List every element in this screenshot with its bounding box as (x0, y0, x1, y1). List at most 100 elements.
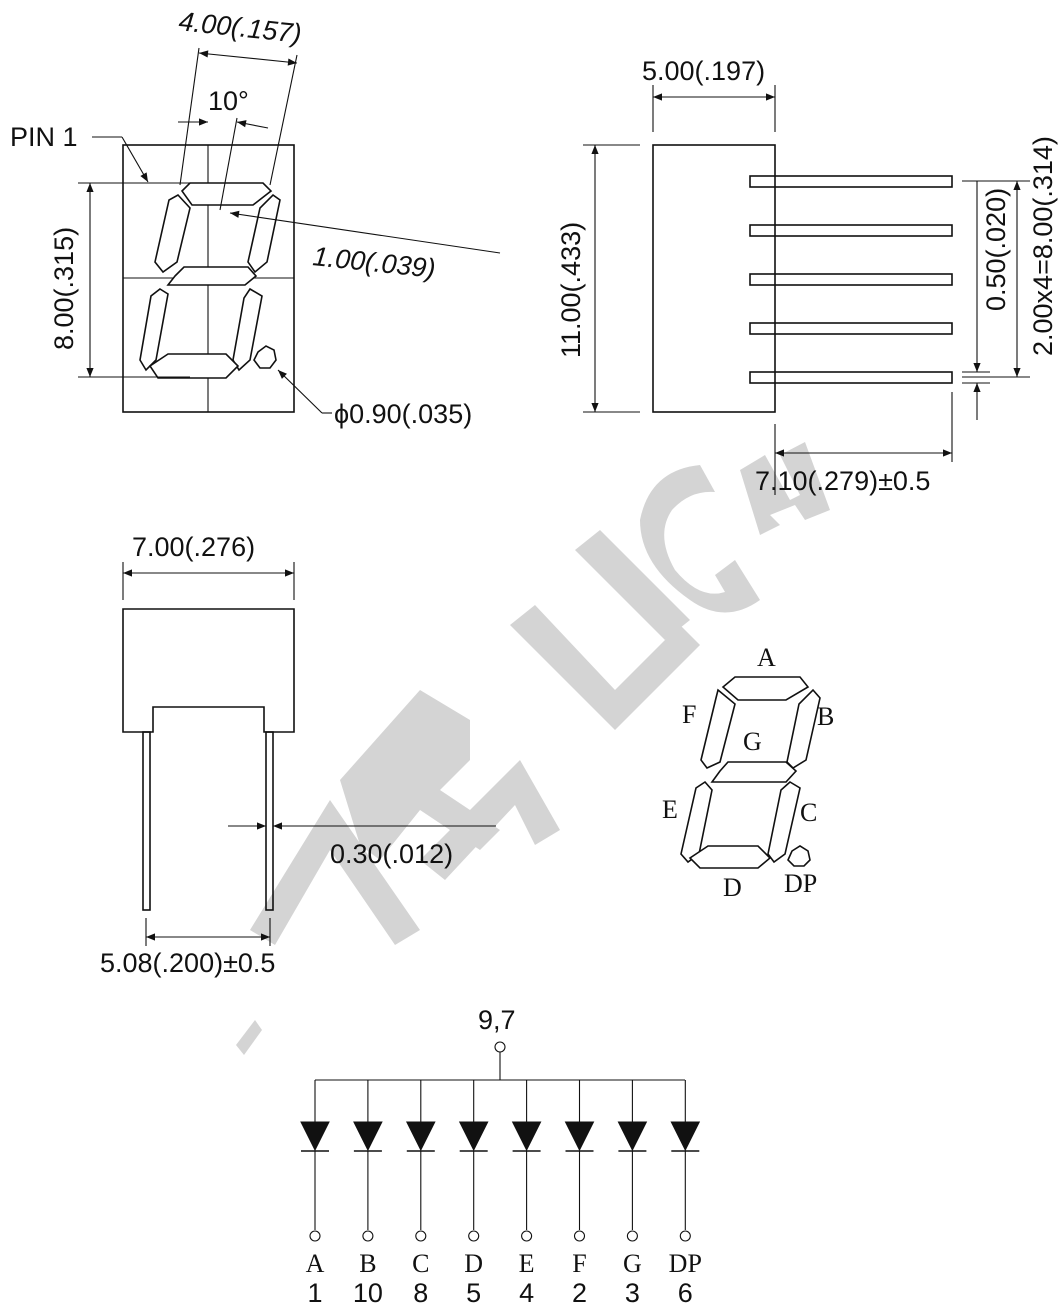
watermark-stroke-a3 (420, 760, 560, 880)
bottom-pinwidth-label: 0.30(.012) (330, 839, 453, 869)
key-segment-e (680, 780, 713, 864)
diode-e-terminal (521, 1230, 533, 1242)
segment-width-leader (229, 210, 501, 254)
side-view: 5.00(.197) 11.00(.433) 2.00x4=8.00(.314)… (556, 56, 1058, 496)
diode-f-symbol (564, 1121, 595, 1152)
watermark-stroke-i (575, 530, 690, 640)
diode-b-symbol (353, 1121, 383, 1152)
side-pin-3 (749, 273, 953, 286)
diode-c-symbol (405, 1121, 436, 1152)
pin1-label: PIN 1 (10, 122, 78, 152)
key-segment-d (688, 845, 772, 869)
key-label-a: A (757, 643, 776, 672)
bottom-body-outline (122, 608, 295, 733)
watermark-stroke-h (740, 442, 830, 535)
diode-a-pin-number: 1 (307, 1278, 322, 1306)
segment-width-label: 1.00(.039) (311, 241, 437, 284)
side-pin-5 (749, 371, 953, 384)
front-segment-b (247, 193, 281, 274)
side-pitch-label: 2.00x4=8.00(.314) (1028, 136, 1058, 356)
bottom-pin-left (142, 731, 151, 911)
diode-f-terminal (573, 1230, 586, 1242)
diode-a-symbol (300, 1121, 330, 1152)
diode-d-terminal (468, 1230, 480, 1242)
front-width-dim-line (198, 50, 298, 66)
side-pin-2 (749, 224, 953, 237)
diode-b-segment-label: B (359, 1249, 376, 1278)
key-label-c: C (800, 798, 817, 827)
key-decimal-point (787, 845, 811, 867)
diode-dp-symbol (670, 1121, 701, 1152)
front-view: 4.00(.157) 10° PIN 1 8.00(.315) 1.00(.03… (10, 6, 501, 429)
front-segment-d (148, 353, 240, 379)
front-segment-g (166, 266, 258, 286)
diode-e-pin-number: 4 (519, 1278, 534, 1306)
front-width-ext-right (269, 54, 298, 186)
dp-leader (277, 369, 323, 414)
diode-a-segment-label: A (306, 1249, 325, 1278)
key-segment-c (767, 781, 801, 864)
pin1-leader-arrow (121, 136, 149, 183)
key-label-e: E (662, 795, 678, 824)
diode-f-segment-label: F (572, 1249, 586, 1278)
key-label-d: D (723, 873, 742, 902)
key-label-dp: DP (784, 869, 817, 898)
bottom-width-label: 7.00(.276) (132, 532, 255, 562)
front-segment-a (180, 182, 273, 206)
diode-b-terminal (362, 1230, 374, 1242)
diode-dp-segment-label: DP (669, 1249, 702, 1278)
side-depth-label: 5.00(.197) (642, 56, 765, 86)
diode-g-pin-number: 3 (625, 1278, 640, 1306)
side-pin-4 (749, 322, 953, 335)
side-pin-1 (749, 175, 953, 188)
front-width-label: 4.00(.157) (177, 6, 303, 49)
watermark-stroke-a2 (250, 800, 420, 945)
front-width-ext-left (179, 47, 200, 186)
front-segment-f (154, 193, 191, 274)
diode-dp-terminal (679, 1230, 691, 1242)
key-segment-f (700, 688, 736, 769)
watermark-stroke-g (640, 465, 760, 613)
diode-c-pin-number: 8 (413, 1278, 428, 1306)
diode-b-pin-number: 10 (353, 1278, 383, 1306)
bottom-pin-right (265, 731, 274, 911)
front-angle-ext (219, 117, 238, 211)
diode-g-terminal (626, 1230, 638, 1242)
diode-dp-pin-number: 6 (678, 1278, 693, 1306)
front-angle-arrow-right (236, 120, 269, 129)
front-decimal-point (253, 345, 277, 369)
key-label-f: F (682, 700, 696, 729)
bottom-view: 7.00(.276) 0.30(.012) 5.08(.200)±0.5 (100, 532, 496, 978)
key-label-g: G (743, 727, 762, 756)
common-pin-terminal (494, 1041, 506, 1053)
key-segment-a (721, 676, 810, 701)
key-label-b: B (817, 702, 834, 731)
dp-diameter-label: ϕ0.90(.035) (334, 399, 472, 429)
diode-e-symbol (511, 1121, 542, 1152)
common-pin-label: 9,7 (478, 1005, 516, 1035)
front-segment-c (232, 287, 263, 372)
diode-g-segment-label: G (623, 1249, 642, 1278)
watermark (236, 442, 830, 1055)
segment-key: A B F G E C D DP (662, 643, 834, 902)
bottom-spacing-label: 5.08(.200)±0.5 (100, 948, 275, 978)
watermark-stroke-r (340, 690, 500, 860)
key-segment-g (710, 761, 798, 783)
side-thickness-label: 0.50(.020) (981, 188, 1011, 311)
diode-d-segment-label: D (464, 1249, 483, 1278)
diode-f-pin-number: 2 (572, 1278, 587, 1306)
front-segment-e (139, 288, 169, 372)
side-body-outline (652, 144, 776, 413)
diode-a-terminal (309, 1230, 321, 1242)
diode-d-symbol (458, 1121, 489, 1152)
key-segment-b (786, 688, 821, 770)
watermark-stroke-a1 (236, 1020, 262, 1055)
side-height-label: 11.00(.433) (556, 222, 586, 358)
diode-c-segment-label: C (412, 1249, 429, 1278)
side-length-label: 7.10(.279)±0.5 (755, 466, 930, 496)
diode-e-segment-label: E (519, 1249, 535, 1278)
watermark-stroke-l (510, 605, 700, 730)
front-height-label: 8.00(.315) (49, 227, 79, 350)
